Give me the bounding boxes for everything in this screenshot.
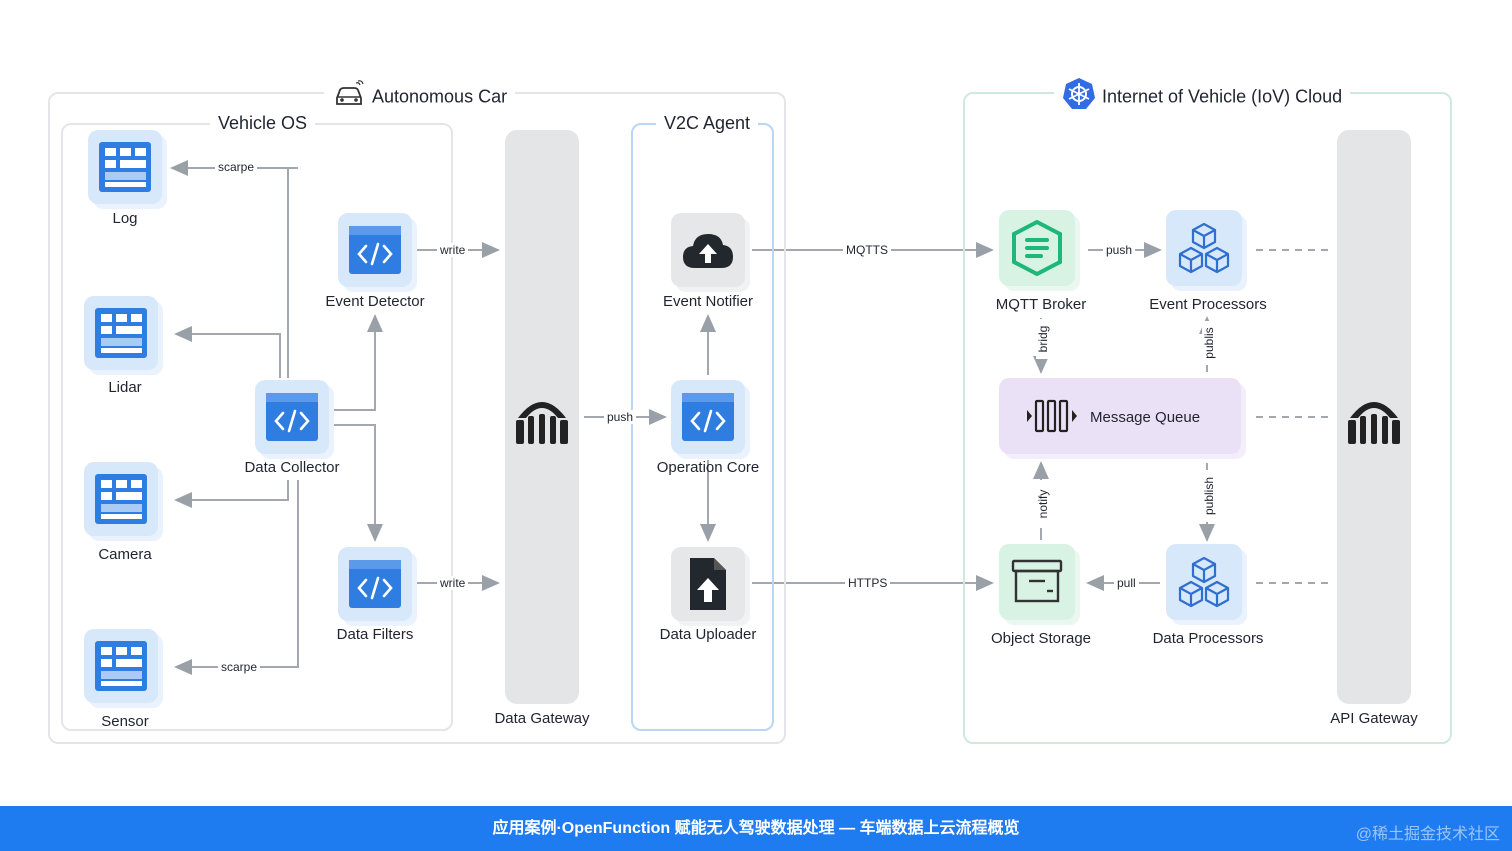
object-storage-label: Object Storage: [990, 630, 1092, 647]
edge-label-scarpe-bottom: scarpe: [218, 660, 261, 674]
code-icon: [266, 393, 318, 446]
watermark: @稀土掘金技术社区: [1355, 826, 1500, 843]
edge-label-push-core: push: [604, 410, 637, 424]
data-gateway-icon: [514, 392, 570, 451]
edge-label-write-top: write: [437, 243, 469, 257]
caption-banner: 应用案例·OpenFunction 赋能无人驾驶数据处理 — 车端数据上云流程概…: [0, 806, 1512, 851]
edge-label-push-cloud: push: [1103, 243, 1136, 257]
table-icon: [99, 142, 151, 197]
event-processors-label: Event Processors: [1149, 296, 1267, 313]
operation-core-label: Operation Core: [656, 459, 760, 476]
kubernetes-icon: [1062, 77, 1096, 116]
v2c-agent-title: V2C Agent: [656, 112, 759, 134]
table-icon: [95, 474, 147, 529]
file-upload-icon: [688, 556, 728, 617]
caption-text: 应用案例·OpenFunction 赋能无人驾驶数据处理 — 车端数据上云流程概…: [492, 820, 1020, 837]
edge-collector-eventdetector: [334, 314, 383, 411]
table-icon: [95, 308, 147, 363]
data-processors-label: Data Processors: [1152, 630, 1264, 647]
edge-label-notify: notify: [1036, 480, 1050, 528]
edge-label-mqtts: MQTTS: [843, 243, 891, 257]
edge-label-publish: publish: [1202, 470, 1216, 522]
table-icon: [95, 641, 147, 696]
code-icon: [682, 393, 734, 446]
edge-collector-camera: [174, 480, 289, 508]
car-icon: [332, 80, 366, 113]
cloud-upload-icon: [681, 230, 735, 275]
edge-label-write-bottom: write: [437, 576, 469, 590]
edge-label-https: HTTPS: [845, 576, 891, 590]
event-detector-label: Event Detector: [325, 293, 425, 310]
edge-label-scarpe-top: scarpe: [215, 160, 258, 174]
edge-label-pull: pull: [1114, 576, 1139, 590]
api-gateway-label: API Gateway: [1330, 710, 1418, 727]
edge-label-bridg: bridg: [1036, 319, 1050, 359]
code-icon: [349, 560, 401, 613]
vehicle-os-title: Vehicle OS: [210, 112, 316, 134]
edge-label-publis: publis: [1202, 321, 1216, 365]
edge-collector-sensor: [174, 480, 299, 675]
autonomous-car-title: Autonomous Car: [324, 80, 516, 113]
log-label: Log: [112, 210, 138, 227]
data-filters-label: Data Filters: [336, 626, 414, 643]
iov-cloud-title: Internet of Vehicle (IoV) Cloud: [1054, 77, 1351, 116]
camera-label: Camera: [98, 546, 152, 563]
api-gateway-icon: [1346, 392, 1402, 451]
message-queue-label: Message Queue: [1090, 409, 1201, 426]
data-collector-label: Data Collector: [244, 459, 340, 476]
sensor-label: Sensor: [101, 713, 149, 730]
broker-icon: [1011, 219, 1063, 281]
edge-collector-lidar: [174, 326, 281, 378]
message-queue-node[interactable]: [999, 378, 1241, 454]
cubes-icon: [1176, 221, 1232, 280]
archive-box-icon: [1011, 557, 1063, 610]
data-gateway-label: Data Gateway: [494, 710, 590, 727]
code-icon: [349, 226, 401, 279]
lidar-label: Lidar: [108, 379, 142, 396]
event-notifier-label: Event Notifier: [662, 293, 754, 310]
edge-collector-datafilters: [334, 424, 383, 542]
data-uploader-label: Data Uploader: [659, 626, 757, 643]
cubes-icon: [1176, 555, 1232, 614]
mqtt-broker-label: MQTT Broker: [995, 296, 1087, 313]
queue-icon: [1024, 398, 1080, 439]
